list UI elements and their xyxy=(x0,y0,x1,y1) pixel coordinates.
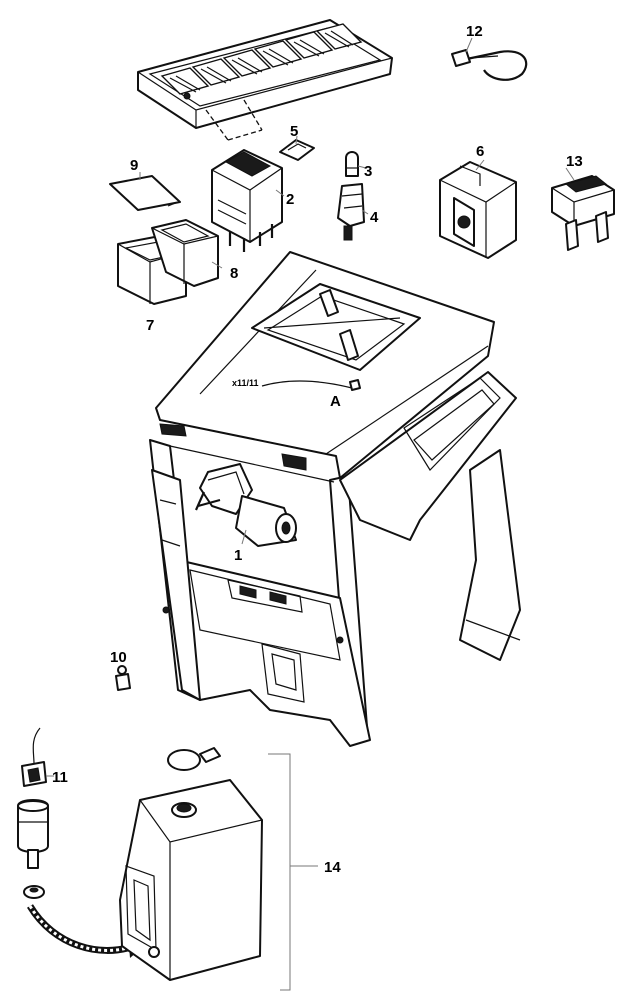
callout-numbers: 12 5 9 3 6 13 2 4 8 7 1 10 11 14 xyxy=(52,23,583,876)
indicator-bulb xyxy=(345,151,359,177)
washer-reservoir xyxy=(119,779,263,981)
assembly-guide-lines xyxy=(205,99,263,141)
switch-cover-plate xyxy=(279,139,315,161)
callout-12: 12 xyxy=(466,23,483,40)
washer-reservoir-cap xyxy=(167,747,221,771)
rocker-switch xyxy=(211,149,283,252)
callout-10: 10 xyxy=(110,649,127,666)
callout-2: 2 xyxy=(286,191,294,208)
callout-11: 11 xyxy=(52,769,68,786)
callout-13: 13 xyxy=(566,153,583,170)
leader-lines xyxy=(46,37,575,777)
callout-3: 3 xyxy=(364,163,372,180)
bulb-holder xyxy=(337,183,365,241)
callout-14-bracket xyxy=(268,753,318,991)
callout-1: 1 xyxy=(234,547,242,564)
blade-fuse xyxy=(551,175,615,251)
cable-tie xyxy=(451,49,528,81)
blanking-cover xyxy=(109,175,181,211)
cab-frame xyxy=(149,251,521,747)
callout-4: 4 xyxy=(370,209,379,226)
storage-box-small xyxy=(151,219,219,287)
callout-5: 5 xyxy=(290,123,298,140)
blanking-plug xyxy=(115,665,131,691)
relay-module xyxy=(439,161,517,259)
callout-9: 9 xyxy=(130,157,138,174)
callout-8: 8 xyxy=(230,265,238,282)
callout-14: 14 xyxy=(324,859,341,876)
connector-label: x11/11 xyxy=(232,378,259,388)
wiper-motor xyxy=(194,463,297,547)
callout-6: 6 xyxy=(476,143,484,160)
pump-grommet xyxy=(23,885,45,899)
washer-pump xyxy=(17,727,49,869)
switch-panel xyxy=(137,19,393,129)
connection-point-label: A xyxy=(330,393,341,410)
callout-7: 7 xyxy=(146,317,154,334)
